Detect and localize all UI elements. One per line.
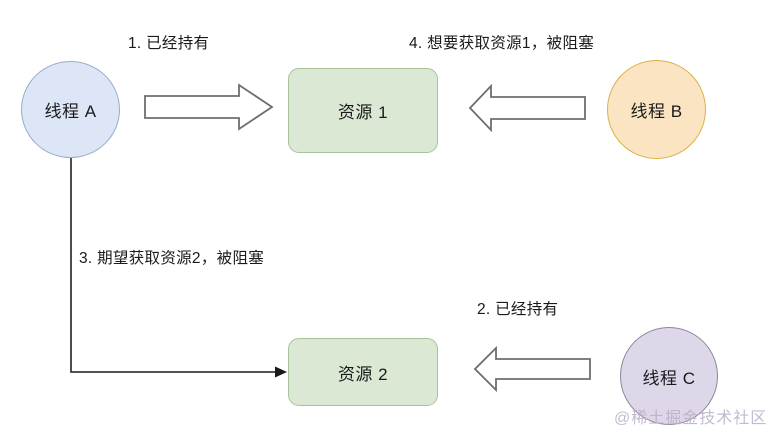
- node-resource-2-label: 资源 2: [337, 364, 389, 384]
- watermark: @稀土掘金技术社区: [614, 410, 768, 427]
- node-thread-a[interactable]: 线程 A: [21, 61, 120, 158]
- node-thread-c[interactable]: 线程 C: [620, 327, 718, 425]
- arrowhead-edge-3: [275, 366, 287, 378]
- node-resource-1[interactable]: 资源 1: [288, 68, 438, 153]
- node-thread-c-label: 线程 C: [642, 368, 696, 388]
- edge-label-4: 4. 想要获取资源1，被阻塞: [409, 35, 595, 52]
- node-thread-b[interactable]: 线程 B: [607, 60, 706, 159]
- block-arrow-left-edge-4: [468, 83, 586, 133]
- edge-label-1: 1. 已经持有: [128, 35, 210, 52]
- node-thread-a-label: 线程 A: [44, 102, 97, 121]
- node-resource-1-label: 资源 1: [337, 103, 389, 122]
- block-arrow-right-edge-1: [144, 83, 274, 131]
- edge-label-2: 2. 已经持有: [477, 301, 559, 318]
- block-arrow-left-edge-2: [473, 345, 591, 393]
- node-thread-b-label: 线程 B: [630, 102, 683, 121]
- node-resource-2[interactable]: 资源 2: [288, 338, 438, 406]
- edge-label-3: 3. 期望获取资源2，被阻塞: [79, 250, 265, 267]
